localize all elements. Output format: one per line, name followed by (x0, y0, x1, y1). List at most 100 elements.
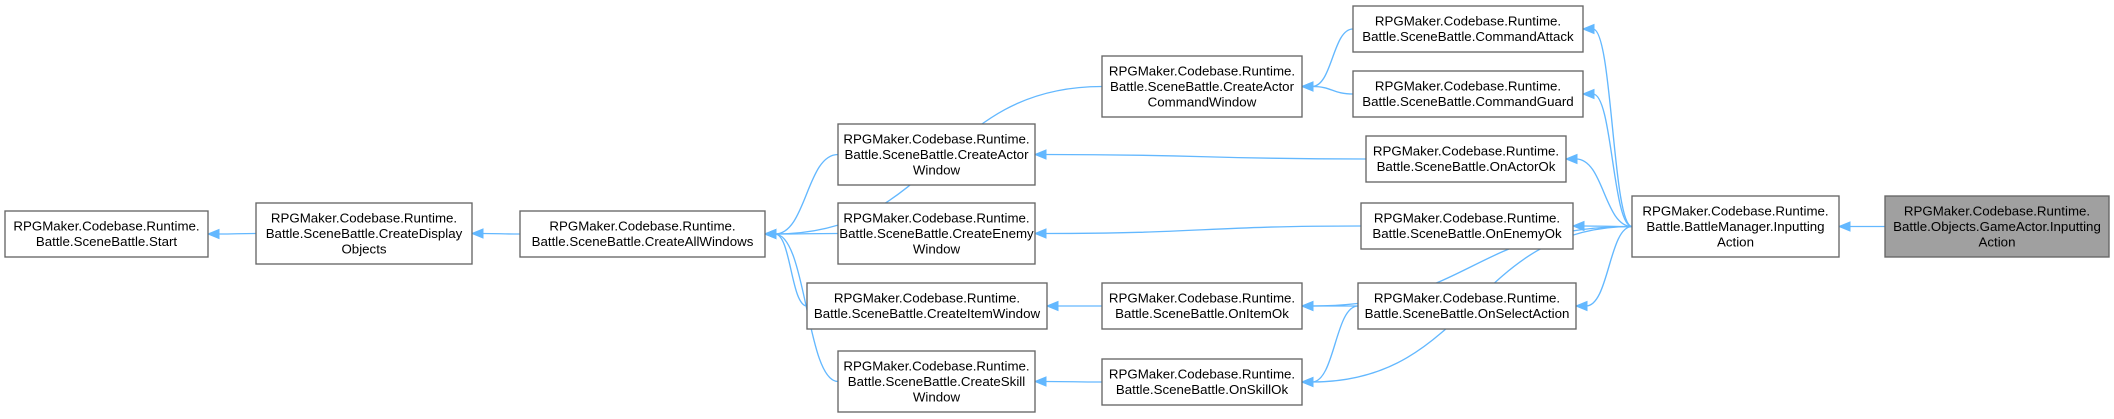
arrowhead-battle-manager-inputting-action-to-on-item-ok (1300, 300, 1314, 312)
node-label-line: Action (1717, 234, 1754, 249)
node-label-line: RPGMaker.Codebase.Runtime. (1373, 144, 1559, 159)
node-label-line: Battle.SceneBattle.CreateActor (844, 147, 1029, 162)
node-create-item-window[interactable]: RPGMaker.Codebase.Runtime.Battle.SceneBa… (806, 282, 1048, 330)
edge-create-display-objects-to-start (217, 232, 257, 235)
node-label-line: Battle.SceneBattle.CommandAttack (1362, 29, 1574, 44)
edge-battle-manager-inputting-action-to-command-guard (1592, 93, 1633, 228)
node-label-line: RPGMaker.Codebase.Runtime. (1374, 291, 1560, 306)
node-on-select-action[interactable]: RPGMaker.Codebase.Runtime.Battle.SceneBa… (1357, 282, 1577, 330)
arrowhead-on-enemy-ok-to-create-enemy-window (1033, 228, 1047, 239)
arrowhead-game-actor-inputting-action-to-battle-manager-inputting-action (1837, 221, 1851, 232)
node-label-line: Battle.SceneBattle.OnSkillOk (1116, 382, 1289, 397)
node-label-line: RPGMaker.Codebase.Runtime. (549, 219, 735, 234)
node-box-on-enemy-ok (1360, 202, 1574, 250)
node-label-line: RPGMaker.Codebase.Runtime. (13, 219, 199, 234)
node-box-on-item-ok (1101, 282, 1303, 330)
node-label-line: Battle.SceneBattle.OnItemOk (1115, 306, 1289, 321)
node-label-line: Action (1979, 234, 2016, 249)
node-create-display-objects[interactable]: RPGMaker.Codebase.Runtime.Battle.SceneBa… (255, 202, 473, 265)
node-game-actor-inputting-action[interactable]: RPGMaker.Codebase.Runtime.Battle.Objects… (1884, 195, 2110, 258)
node-label-line: RPGMaker.Codebase.Runtime. (843, 210, 1029, 225)
node-label-line: Battle.SceneBattle.CreateActor (1110, 79, 1295, 94)
node-battle-manager-inputting-action[interactable]: RPGMaker.Codebase.Runtime.Battle.BattleM… (1631, 195, 1840, 258)
node-box-create-enemy-window (837, 202, 1036, 265)
node-command-guard[interactable]: RPGMaker.Codebase.Runtime.Battle.SceneBa… (1352, 70, 1584, 118)
node-label-line: RPGMaker.Codebase.Runtime. (1109, 291, 1295, 306)
arrowhead-battle-manager-inputting-action-to-on-select-action (1574, 300, 1588, 312)
nodes-layer: RPGMaker.Codebase.Runtime.Battle.SceneBa… (4, 5, 2110, 413)
edge-command-guard-to-create-actor-command-window (1311, 85, 1354, 95)
node-label-line: RPGMaker.Codebase.Runtime. (1109, 367, 1295, 382)
node-label-line: Battle.SceneBattle.OnActorOk (1377, 159, 1556, 174)
node-box-start (4, 210, 209, 258)
node-box-create-item-window (806, 282, 1048, 330)
node-create-actor-window[interactable]: RPGMaker.Codebase.Runtime.Battle.SceneBa… (837, 123, 1036, 186)
edge-on-skill-ok-to-create-skill-window (1044, 380, 1103, 383)
node-label-line: Battle.BattleManager.Inputting (1646, 219, 1824, 234)
edge-battle-manager-inputting-action-to-command-attack (1592, 28, 1633, 228)
node-label-line: RPGMaker.Codebase.Runtime. (843, 131, 1029, 146)
edge-create-all-windows-to-create-display-objects (481, 232, 521, 235)
node-label-line: Battle.SceneBattle.CreateItemWindow (814, 306, 1041, 321)
node-box-create-display-objects (255, 202, 473, 265)
edge-battle-manager-inputting-action-to-on-actor-ok (1575, 158, 1633, 228)
node-label-line: Battle.SceneBattle.OnSelectAction (1365, 306, 1570, 321)
node-label-line: RPGMaker.Codebase.Runtime. (843, 358, 1029, 373)
arrowhead-create-all-windows-to-create-display-objects (470, 228, 484, 239)
edge-command-attack-to-create-actor-command-window (1311, 28, 1354, 88)
node-command-attack[interactable]: RPGMaker.Codebase.Runtime.Battle.SceneBa… (1352, 5, 1584, 53)
node-box-command-guard (1352, 70, 1584, 118)
arrowhead-on-skill-ok-to-create-skill-window (1033, 376, 1047, 387)
node-label-line: RPGMaker.Codebase.Runtime. (1375, 79, 1561, 94)
node-box-create-actor-window (837, 123, 1036, 186)
node-create-skill-window[interactable]: RPGMaker.Codebase.Runtime.Battle.SceneBa… (837, 350, 1036, 413)
edge-create-item-window-to-create-all-windows (774, 233, 808, 307)
node-box-create-skill-window (837, 350, 1036, 413)
edge-create-enemy-window-to-create-all-windows (774, 232, 839, 235)
node-label-line: Window (913, 389, 961, 404)
node-label-line: RPGMaker.Codebase.Runtime. (1375, 14, 1561, 29)
node-on-item-ok[interactable]: RPGMaker.Codebase.Runtime.Battle.SceneBa… (1101, 282, 1303, 330)
node-box-command-attack (1352, 5, 1584, 53)
node-label-line: Battle.SceneBattle.CreateEnemy (839, 226, 1034, 241)
node-box-on-select-action (1357, 282, 1577, 330)
edge-create-actor-window-to-create-all-windows (774, 153, 839, 235)
arrowhead-create-skill-window-to-create-all-windows (763, 228, 777, 240)
node-label-line: Battle.SceneBattle.CommandGuard (1362, 94, 1573, 109)
arrowhead-create-display-objects-to-start (206, 228, 220, 240)
node-on-skill-ok[interactable]: RPGMaker.Codebase.Runtime.Battle.SceneBa… (1101, 358, 1303, 406)
node-label-line: RPGMaker.Codebase.Runtime. (1109, 63, 1295, 78)
edge-on-enemy-ok-to-create-enemy-window (1044, 225, 1362, 235)
node-box-create-all-windows (519, 210, 766, 258)
node-box-game-actor-inputting-action (1884, 195, 2110, 258)
node-label-line: Window (913, 241, 961, 256)
edge-on-actor-ok-to-create-actor-window (1044, 153, 1367, 160)
node-on-actor-ok[interactable]: RPGMaker.Codebase.Runtime.Battle.SceneBa… (1365, 135, 1567, 183)
node-create-enemy-window[interactable]: RPGMaker.Codebase.Runtime.Battle.SceneBa… (837, 202, 1036, 265)
node-label-line: RPGMaker.Codebase.Runtime. (1642, 203, 1828, 218)
node-label-line: RPGMaker.Codebase.Runtime. (1374, 211, 1560, 226)
node-label-line: CommandWindow (1148, 94, 1257, 109)
arrowhead-battle-manager-inputting-action-to-on-skill-ok (1300, 376, 1314, 388)
node-label-line: RPGMaker.Codebase.Runtime. (271, 210, 457, 225)
arrowhead-battle-manager-inputting-action-to-on-actor-ok (1564, 153, 1578, 165)
node-box-on-skill-ok (1101, 358, 1303, 406)
node-on-enemy-ok[interactable]: RPGMaker.Codebase.Runtime.Battle.SceneBa… (1360, 202, 1574, 250)
edge-battle-manager-inputting-action-to-on-select-action (1585, 225, 1633, 307)
node-label-line: Battle.SceneBattle.CreateDisplay (266, 226, 463, 241)
node-label-line: RPGMaker.Codebase.Runtime. (834, 291, 1020, 306)
node-box-create-actor-command-window (1101, 55, 1303, 118)
node-box-battle-manager-inputting-action (1631, 195, 1840, 258)
edge-on-select-action-to-on-skill-ok (1311, 305, 1359, 383)
arrowhead-on-actor-ok-to-create-actor-window (1033, 149, 1047, 160)
node-create-actor-command-window[interactable]: RPGMaker.Codebase.Runtime.Battle.SceneBa… (1101, 55, 1303, 118)
arrowhead-battle-manager-inputting-action-to-command-attack (1581, 23, 1595, 35)
node-label-line: Battle.SceneBattle.OnEnemyOk (1372, 226, 1562, 241)
node-start[interactable]: RPGMaker.Codebase.Runtime.Battle.SceneBa… (4, 210, 209, 258)
arrowhead-command-guard-to-create-actor-command-window (1300, 81, 1314, 92)
node-create-all-windows[interactable]: RPGMaker.Codebase.Runtime.Battle.SceneBa… (519, 210, 766, 258)
node-box-on-actor-ok (1365, 135, 1567, 183)
node-label-line: Battle.SceneBattle.CreateSkill (848, 374, 1025, 389)
node-label-line: Battle.Objects.GameActor.Inputting (1893, 219, 2101, 234)
